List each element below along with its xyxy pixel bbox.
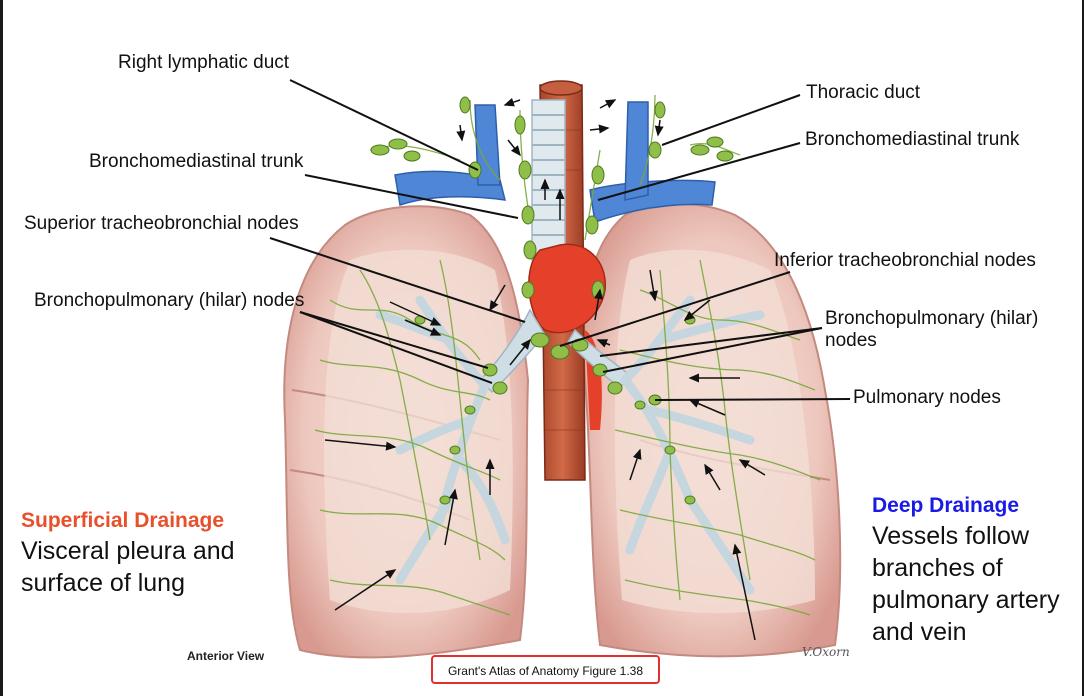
label-bronchopulmonary-right-line2: nodes bbox=[825, 330, 877, 351]
right-border bbox=[1082, 0, 1084, 696]
label-pulmonary-nodes: Pulmonary nodes bbox=[853, 387, 1001, 408]
superficial-line-2: surface of lung bbox=[21, 569, 185, 597]
deep-line-4: and vein bbox=[872, 618, 967, 646]
leader-bronchomediastinal-left bbox=[304, 174, 519, 219]
leader-bronchopulmonary-left-a bbox=[299, 311, 489, 369]
label-thoracic-duct: Thoracic duct bbox=[806, 82, 921, 103]
label-bronchomediastinal-trunk-right: Bronchomediastinal trunk bbox=[805, 129, 1020, 150]
superficial-line-1: Visceral pleura and bbox=[21, 537, 235, 565]
superficial-drainage-text: Visceral pleura and surface of lung bbox=[21, 535, 235, 599]
label-inferior-tracheobronchial-nodes: Inferior tracheobronchial nodes bbox=[774, 250, 1036, 271]
artist-signature: V.Oxorn bbox=[802, 645, 850, 659]
leader-bronchopulmonary-left-b bbox=[299, 311, 493, 384]
left-border bbox=[0, 0, 3, 696]
view-label: Anterior View bbox=[187, 649, 265, 663]
label-right-lymphatic-duct: Right lymphatic duct bbox=[118, 52, 290, 73]
leader-bronchopulmonary-right-b bbox=[602, 327, 823, 373]
deep-line-3: pulmonary artery bbox=[872, 586, 1060, 614]
leader-superior-tracheobronchial bbox=[269, 237, 526, 323]
leader-inferior-tracheobronchial bbox=[559, 271, 791, 347]
leader-pulmonary-nodes bbox=[654, 398, 851, 401]
label-bronchopulmonary-nodes-right: Bronchopulmonary (hilar) nodes bbox=[825, 308, 1038, 352]
superficial-drainage-heading: Superficial Drainage bbox=[21, 509, 225, 532]
leader-bronchopulmonary-right-a bbox=[599, 327, 823, 357]
leader-right-lymphatic-duct bbox=[289, 79, 479, 171]
label-bronchomediastinal-trunk-left: Bronchomediastinal trunk bbox=[89, 151, 304, 172]
deep-drainage-text: Vessels follow branches of pulmonary art… bbox=[872, 520, 1060, 648]
deep-line-2: branches of bbox=[872, 554, 1003, 582]
leader-bronchomediastinal-right bbox=[597, 142, 801, 201]
deep-drainage-heading: Deep Drainage bbox=[872, 494, 1020, 517]
source-caption: Grant's Atlas of Anatomy Figure 1.38 bbox=[431, 655, 660, 684]
label-bronchopulmonary-right-line1: Bronchopulmonary (hilar) bbox=[825, 308, 1039, 329]
label-bronchopulmonary-nodes-left: Bronchopulmonary (hilar) nodes bbox=[34, 290, 305, 311]
leader-thoracic-duct bbox=[661, 94, 801, 146]
deep-line-1: Vessels follow bbox=[872, 522, 1030, 550]
label-superior-tracheobronchial-nodes: Superior tracheobronchial nodes bbox=[24, 213, 299, 234]
